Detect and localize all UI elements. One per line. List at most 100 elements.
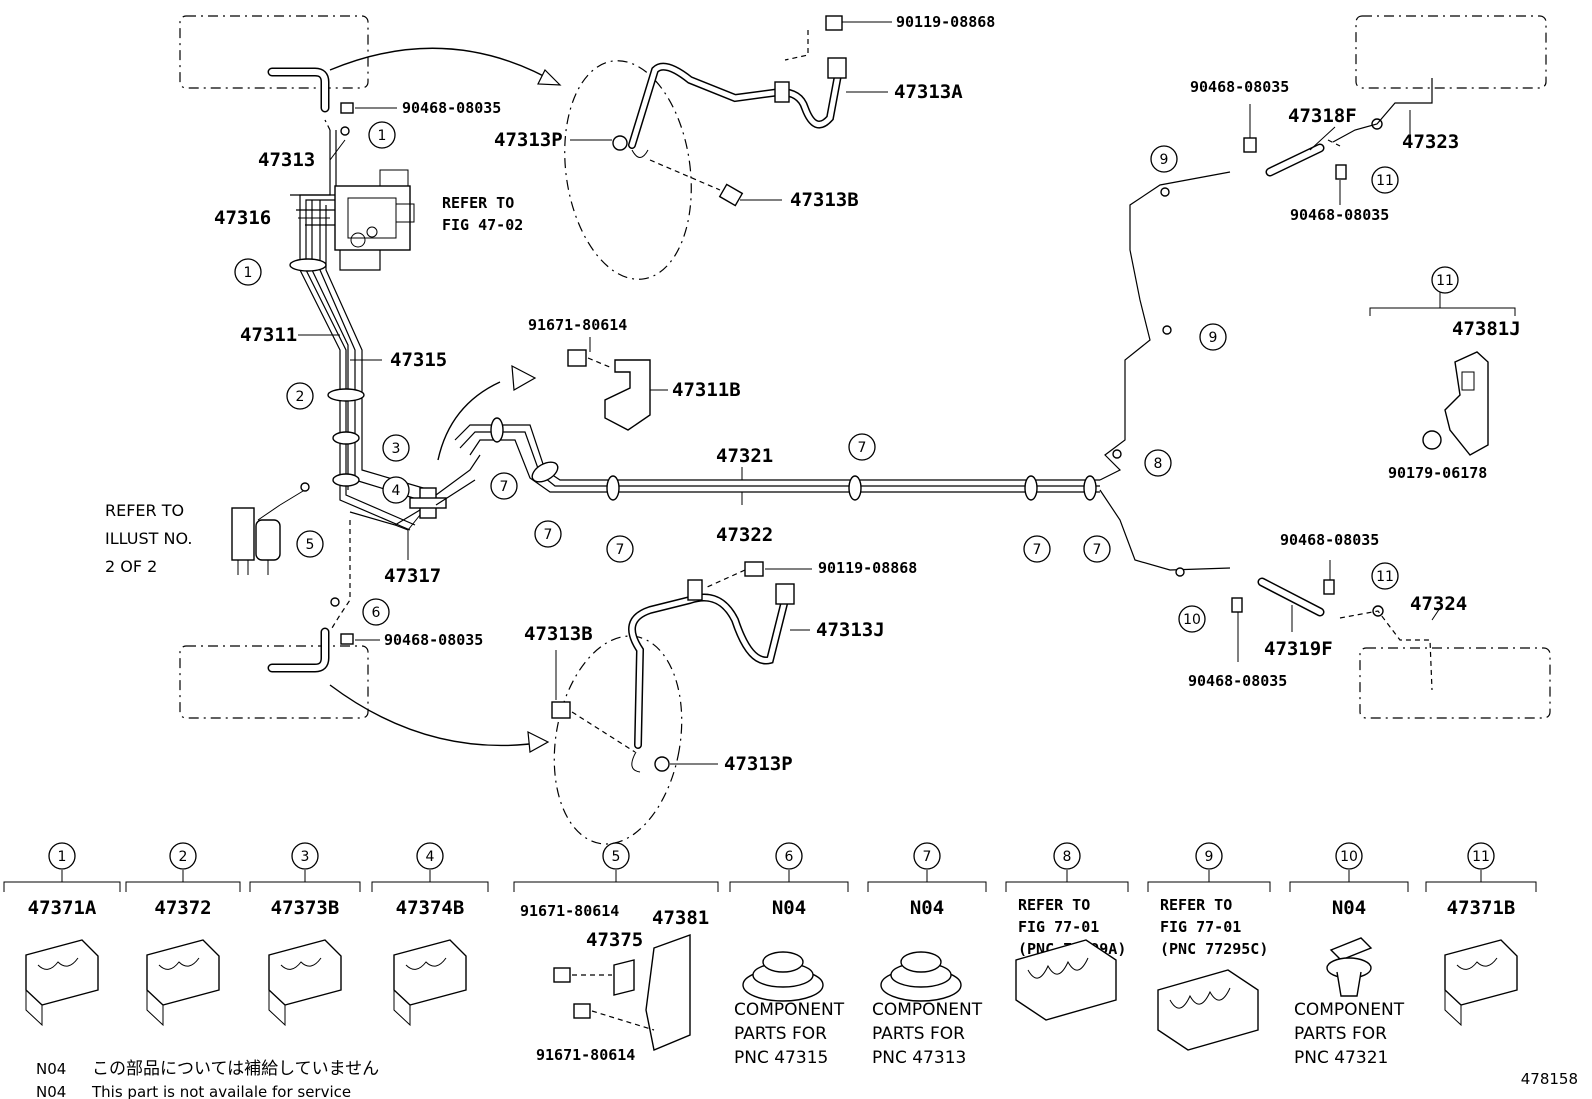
front-right-area-box — [1355, 15, 1547, 89]
legend-part-number: 47375 — [586, 929, 643, 951]
part-label-p-47381J: 47381J — [1452, 318, 1521, 340]
callout-9: 9 — [1150, 145, 1178, 173]
legend-part-label: N04 — [1332, 897, 1366, 919]
callout-7: 7 — [606, 535, 634, 563]
clamp-markers — [289, 118, 1384, 617]
bolt-90119-top — [825, 15, 843, 31]
callout-7: 7 — [490, 472, 518, 500]
part-label-p-90468-08035-tr1: 90468-08035 — [1190, 78, 1289, 96]
legend-callout-number: 7 — [923, 849, 932, 865]
callout-number: 11 — [1436, 273, 1454, 289]
legend-callout-number: 5 — [612, 849, 621, 865]
rear-left-area-box — [179, 645, 369, 719]
part-label-p-47321: 47321 — [716, 445, 773, 467]
part-label-p-90468-08035-tr2: 90468-08035 — [1290, 206, 1389, 224]
rear-left-line — [331, 520, 351, 629]
legend-part-label: FIG 77-01 — [1018, 918, 1099, 936]
part-label-p-47313P-bot: 47313P — [724, 753, 793, 775]
callout-number: 4 — [392, 483, 401, 499]
callout-4: 4 — [382, 476, 410, 504]
part-label-refer-fig-47-02-a: REFER TO — [442, 194, 514, 212]
legend-callout-number: 1 — [58, 849, 67, 865]
legend-part-label: 47374B — [396, 897, 465, 919]
legend-callout-number: 2 — [179, 849, 188, 865]
legend-note: PARTS FOR — [734, 1024, 827, 1044]
callout-number: 2 — [296, 389, 305, 405]
legend-box-4: 4 47374B — [371, 842, 489, 1027]
legend-callout-number: 10 — [1340, 849, 1358, 865]
legend-part-label: (PNC 77295C) — [1160, 940, 1268, 958]
legend-box-11: 11 47371B — [1425, 842, 1537, 1027]
part-label-p-90468-08035-tl: 90468-08035 — [402, 99, 501, 117]
callout-5: 5 — [296, 530, 324, 558]
clip-47313P-top — [612, 135, 628, 151]
part-label-p-47311: 47311 — [240, 324, 297, 346]
callout-9: 9 — [1199, 323, 1227, 351]
callout-7: 7 — [848, 433, 876, 461]
pipe-47324 — [1339, 610, 1433, 691]
legend-part-label: 47371B — [1447, 897, 1516, 919]
legend-part-number: 47381 — [652, 907, 709, 929]
arrow-head — [511, 364, 537, 391]
callout-10: 10 — [1178, 605, 1206, 633]
callout-number: 7 — [616, 542, 625, 558]
flex-hose-bottom — [628, 593, 789, 749]
callout-1: 1 — [234, 258, 262, 286]
detail-ellipse-bottom — [553, 635, 683, 845]
callout-number: 3 — [392, 441, 401, 457]
legend-part-label: 47373B — [271, 897, 340, 919]
clip-90468-br1 — [1323, 579, 1335, 595]
legend-note: COMPONENT — [1294, 1000, 1405, 1020]
part-label-refer-illust-a: REFER TO — [105, 501, 184, 520]
callout-number: 10 — [1183, 612, 1201, 628]
curved-arrow-top — [329, 47, 561, 86]
part-label-refer-fig-47-02-b: FIG 47-02 — [442, 216, 523, 234]
legend-part-label: REFER TO — [1018, 896, 1090, 914]
legend-note: PNC 47315 — [734, 1048, 828, 1068]
footnote-text-en: This part is not availale for service — [91, 1083, 351, 1099]
callout-number: 7 — [858, 440, 867, 456]
legend-part-label: 47372 — [154, 897, 211, 919]
clip-90468-bl — [340, 633, 354, 645]
footnote-text-ja: この部品については補給していません — [92, 1059, 379, 1079]
part-label-p-90119-08868-top: 90119-08868 — [896, 13, 995, 31]
clip-90468-tl — [340, 102, 354, 114]
callout-7: 7 — [1023, 535, 1051, 563]
legend-callout-number: 3 — [301, 849, 310, 865]
callout-number: 11 — [1376, 569, 1394, 585]
legend-note: PARTS FOR — [872, 1024, 965, 1044]
clip-90468-tr1 — [1243, 137, 1257, 153]
callout-number: 1 — [378, 128, 387, 144]
legend-callout-number: 11 — [1472, 849, 1490, 865]
diagram-labels: 90119-0886847313A47313P47313B90468-08035… — [105, 13, 1521, 775]
arrow-head — [537, 68, 562, 86]
callout-number: 6 — [372, 605, 381, 621]
actuator-block — [334, 169, 415, 251]
part-label-p-91671-80614-mid: 91671-80614 — [528, 316, 627, 334]
callout-number: 1 — [244, 265, 253, 281]
leader-lines — [298, 21, 1443, 765]
clip-47313P-bottom — [654, 756, 670, 772]
hose-fitting — [775, 583, 795, 605]
callout-6: 6 — [362, 598, 390, 626]
part-label-p-47313: 47313 — [258, 149, 315, 171]
part-label-p-47322: 47322 — [716, 524, 773, 546]
flex-hose-top — [628, 62, 842, 149]
curved-arrow-bottom — [329, 684, 546, 747]
callout-11: 11 — [1371, 166, 1399, 194]
part-label-p-47311B: 47311B — [672, 379, 741, 401]
legend-callout-number: 6 — [785, 849, 794, 865]
bolt-47313B-bottom — [551, 701, 571, 719]
part-label-p-47317: 47317 — [384, 565, 441, 587]
legend-part-label: 47371A — [28, 897, 97, 919]
part-label-p-47318F: 47318F — [1288, 105, 1357, 127]
legend-part-number: 91671-80614 — [520, 902, 619, 920]
callout-number: 8 — [1154, 456, 1163, 472]
callout-number: 5 — [306, 537, 315, 553]
callout-11: 11 — [1431, 266, 1459, 294]
legend-callout-number: 4 — [426, 849, 435, 865]
callout-number: 7 — [1033, 542, 1042, 558]
